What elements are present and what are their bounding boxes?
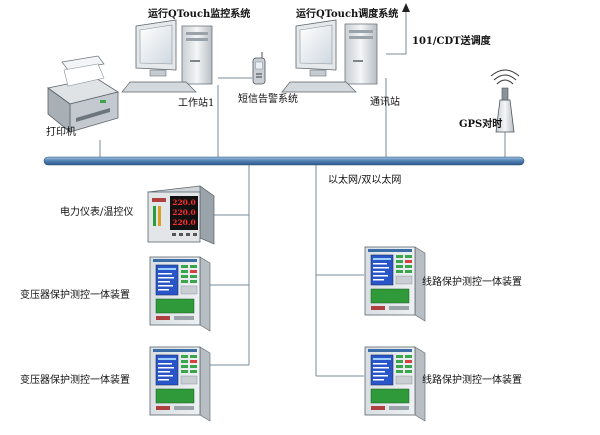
gps-label: GPS对时 <box>459 117 502 130</box>
meter-display <box>170 196 198 230</box>
protection-relay-icon <box>364 246 426 322</box>
sms-alarm-label: 短信告警系统 <box>238 92 298 105</box>
ethernet-label: 以太网/双以太网 <box>328 173 401 186</box>
gps-antenna-icon <box>490 69 520 133</box>
workstation-label: 工作站1 <box>178 96 214 109</box>
printer-icon <box>47 55 120 133</box>
workstation-computer-icon <box>121 19 213 93</box>
protection-relay-icon <box>364 346 426 422</box>
mobile-phone-icon <box>252 52 266 85</box>
meter-reading-2: 220.0 <box>172 208 196 217</box>
meter-reading-3: 220.0 <box>172 218 196 227</box>
dispatch-link-label: 101/CDT送调度 <box>412 34 492 47</box>
transformer-unit-label-1: 变压器保护测控一体装置 <box>20 288 130 301</box>
printer-label: 打印机 <box>46 125 76 138</box>
comm-station-computer-icon <box>281 19 378 93</box>
monitor-system-label: 运行QTouch监控系统 <box>148 7 250 20</box>
dispatch-system-label: 运行QTouch调度系统 <box>296 7 398 20</box>
connection-lines <box>99 10 506 377</box>
transformer-unit-label-2: 变压器保护测控一体装置 <box>20 373 130 386</box>
line-unit-label-2: 线路保护测控一体装置 <box>422 373 522 386</box>
protection-relay-icon <box>149 346 211 422</box>
comm-station-label: 通讯站 <box>370 95 400 108</box>
protection-relay-icon <box>149 256 211 332</box>
power-meter-icon: 220.0 220.0 220.0 <box>147 185 215 245</box>
line-unit-label-1: 线路保护测控一体装置 <box>422 275 522 288</box>
diagram-labels: 运行QTouch监控系统 运行QTouch调度系统 101/CDT送调度 工作站… <box>20 7 522 386</box>
ethernet-bus <box>43 156 525 166</box>
dispatch-arrow-icon <box>402 3 410 12</box>
power-meter-label: 电力仪表/温控仪 <box>60 205 133 218</box>
meter-reading-1: 220.0 <box>172 198 196 207</box>
